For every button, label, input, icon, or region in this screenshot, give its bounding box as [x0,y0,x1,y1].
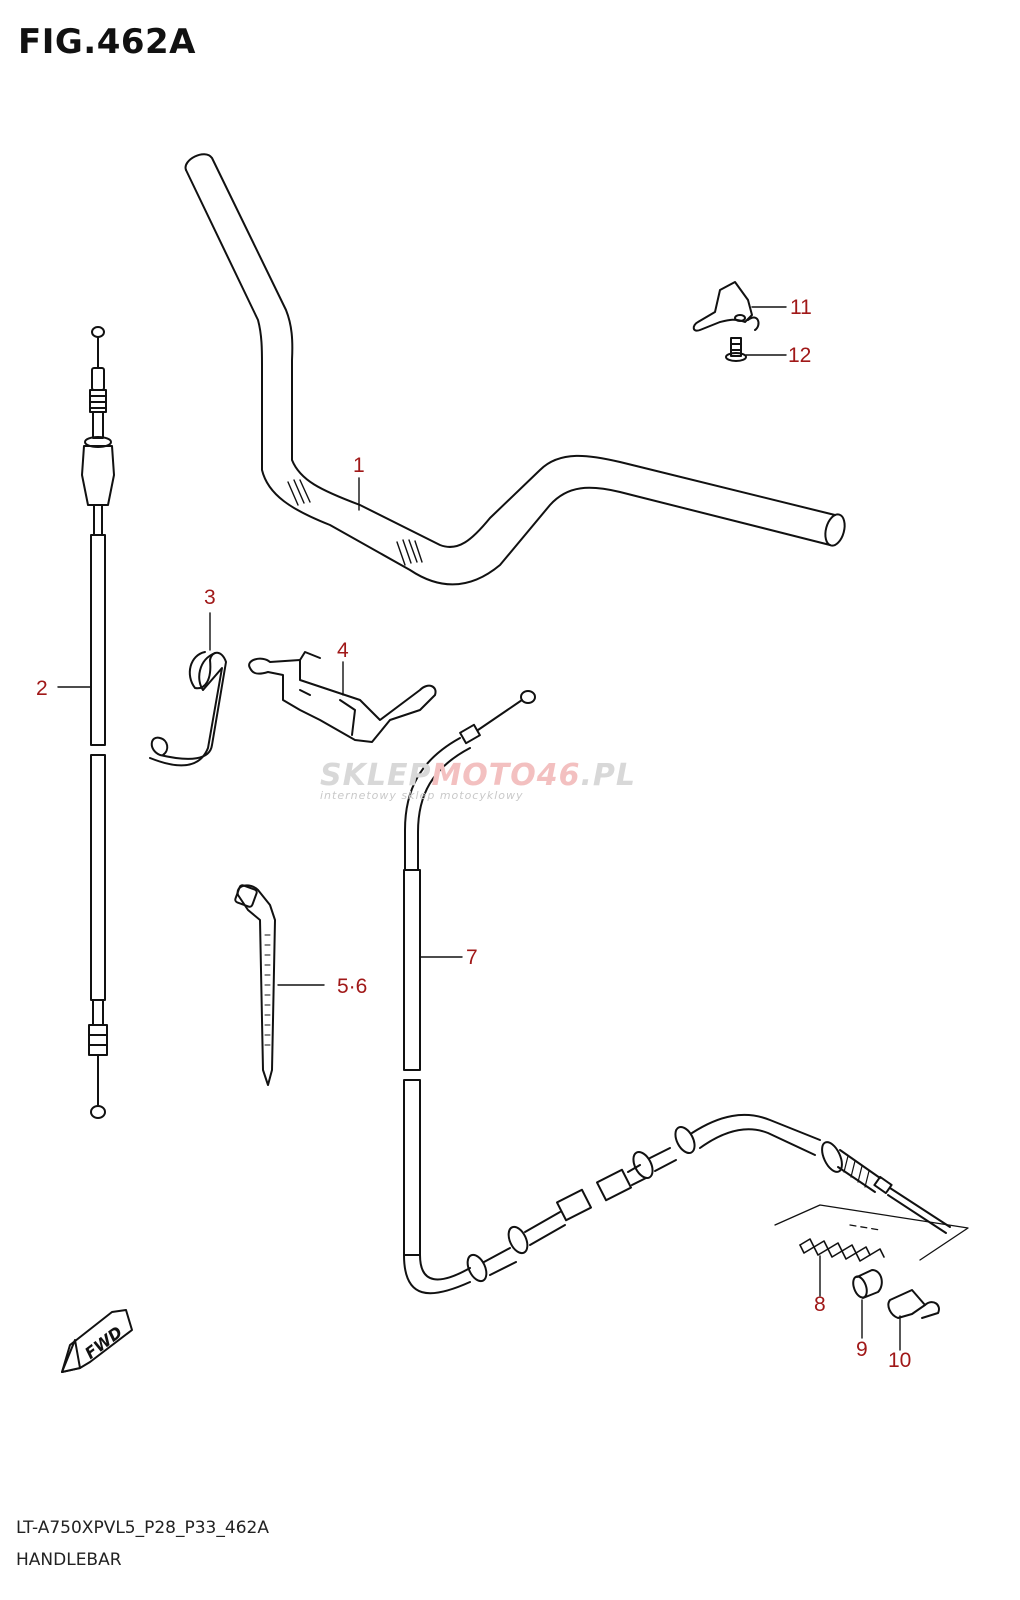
cable-tie-part-5-6 [234,884,276,1086]
cable-part-7 [403,690,951,1295]
callout-8: 8 [814,1293,826,1316]
sub-assembly-outline [774,1204,969,1261]
bracket-part-11 [692,281,760,332]
sleeve-part-9 [852,1269,883,1299]
cable-part-2 [81,326,115,1119]
watermark-brand-c: .PL [580,758,637,793]
leader-lines [57,306,901,1351]
clip-part-3 [149,651,227,767]
fitting-part-10 [887,1289,940,1319]
handlebar-part [184,153,846,586]
callout-9: 9 [856,1338,868,1361]
figure-title: FIG.462A [18,22,196,62]
callout-7: 7 [466,946,478,969]
bracket-part-4 [248,651,437,743]
watermark: SKLEPMOTO46.PL internetowy sklep motocyk… [320,758,636,802]
callout-4: 4 [337,639,349,662]
callout-3: 3 [204,586,216,609]
screw-part-12 [725,337,747,362]
watermark-brand-b: MOTO46 [431,758,581,793]
model-code: LT-A750XPVL5_P28_P33_462A [16,1518,269,1538]
fwd-arrow-icon [61,1309,133,1373]
callout-1: 1 [353,454,365,477]
callout-5-6: 5·6 [337,975,367,998]
callout-11: 11 [790,296,812,319]
callout-2: 2 [36,677,48,700]
watermark-brand: SKLEPMOTO46.PL [320,758,636,793]
watermark-brand-a: SKLEP [320,758,432,793]
callout-12: 12 [788,344,811,367]
section-name: HANDLEBAR [16,1550,122,1570]
watermark-tagline: internetowy sklep motocyklowy [320,789,524,802]
callout-10: 10 [888,1349,911,1372]
spring-part-8 [799,1238,885,1262]
